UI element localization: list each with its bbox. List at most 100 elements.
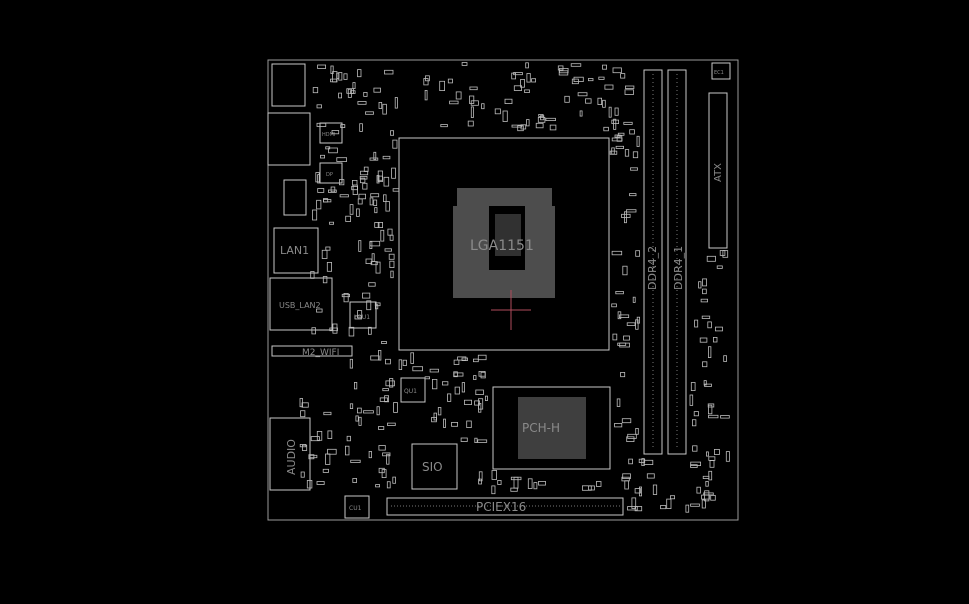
- hdmi-connector[interactable]: [267, 112, 311, 166]
- passive-component: [708, 346, 712, 359]
- passive-component: [378, 426, 385, 430]
- passive-component: [577, 92, 588, 97]
- dimm-slot-b[interactable]: [667, 69, 687, 455]
- pcie-slot[interactable]: [386, 497, 624, 516]
- passive-component: [389, 234, 394, 241]
- lan-connector[interactable]: [273, 227, 319, 274]
- passive-component: [527, 478, 533, 489]
- passive-component: [622, 473, 631, 479]
- dimm-a-label: DDR4_2: [646, 246, 659, 290]
- passive-component: [557, 65, 564, 71]
- passive-component: [585, 98, 592, 104]
- passive-component: [624, 149, 630, 157]
- passive-component: [652, 484, 658, 495]
- dimm-pins: [652, 74, 678, 450]
- passive-component: [317, 188, 325, 193]
- passive-component: [708, 470, 713, 481]
- passive-component: [384, 69, 394, 75]
- wifi-slot[interactable]: [271, 345, 353, 357]
- passive-component: [357, 69, 362, 78]
- passive-component: [537, 117, 546, 123]
- passive-component: [454, 386, 460, 395]
- passive-component: [670, 495, 676, 500]
- passive-component: [690, 382, 696, 392]
- board-outline: [267, 59, 739, 521]
- passive-component: [690, 503, 700, 507]
- passive-component: [701, 315, 711, 319]
- passive-component: [513, 85, 522, 91]
- passive-component: [378, 102, 383, 109]
- passive-component: [369, 197, 374, 206]
- passive-component: [378, 445, 386, 451]
- passive-component: [702, 475, 710, 479]
- passive-component: [369, 240, 381, 247]
- cpu-socket-pin-field: [453, 188, 555, 298]
- passive-component: [703, 492, 714, 496]
- passive-component: [327, 430, 333, 439]
- passive-component: [497, 479, 502, 485]
- passive-component: [377, 221, 384, 228]
- passive-component: [692, 419, 697, 427]
- dp-connector[interactable]: [283, 179, 307, 216]
- passive-component: [423, 78, 429, 86]
- passive-component: [352, 82, 356, 89]
- passive-component: [441, 381, 449, 386]
- passive-component: [623, 335, 630, 341]
- passive-component: [617, 342, 627, 346]
- passive-component: [461, 62, 468, 66]
- passive-component: [461, 382, 466, 393]
- passive-component: [455, 91, 462, 100]
- passive-component: [338, 72, 343, 81]
- usb-lan-connector[interactable]: [269, 277, 333, 331]
- rear-io-top-connector[interactable]: [271, 63, 306, 107]
- passive-component: [615, 145, 624, 149]
- passive-component: [359, 177, 366, 184]
- passive-component: [447, 393, 452, 402]
- audio-connector[interactable]: [269, 417, 311, 491]
- passive-component: [365, 111, 374, 115]
- passive-component: [494, 108, 501, 115]
- passive-component: [570, 63, 582, 67]
- qu1-label: QU1: [404, 388, 417, 395]
- passive-component: [723, 355, 727, 362]
- passive-component: [384, 248, 392, 252]
- cpu-socket-label: LGA1151: [470, 238, 534, 254]
- passive-component: [330, 186, 336, 193]
- passive-component: [517, 125, 524, 132]
- passive-component: [689, 394, 694, 406]
- passive-component: [343, 73, 348, 80]
- passive-component: [646, 473, 655, 479]
- passive-component: [703, 380, 707, 386]
- passive-component: [622, 265, 628, 276]
- passive-component: [626, 322, 636, 326]
- passive-component: [382, 103, 387, 115]
- passive-component: [389, 260, 395, 269]
- super-io-chip: [411, 443, 458, 490]
- passive-component: [375, 484, 381, 488]
- passive-component: [630, 167, 638, 171]
- passive-component: [467, 120, 474, 127]
- passive-component: [300, 410, 306, 418]
- atx-power-connector[interactable]: [708, 92, 728, 249]
- passive-component: [385, 358, 391, 365]
- qu1-chip: [400, 377, 426, 403]
- passive-component: [331, 130, 340, 135]
- cpu-socket-outline[interactable]: [398, 137, 610, 351]
- passive-component: [596, 481, 602, 487]
- ec1-chip: [711, 62, 731, 80]
- passive-component: [722, 250, 729, 258]
- passive-component: [624, 211, 627, 224]
- passive-component: [626, 436, 635, 442]
- dimm-slot-a[interactable]: [643, 69, 663, 455]
- passive-component: [349, 358, 353, 369]
- passive-component: [391, 167, 396, 179]
- passive-component: [325, 246, 331, 251]
- passive-component: [356, 208, 360, 217]
- passive-component: [322, 276, 328, 284]
- passive-component: [377, 175, 383, 181]
- usb-lan-label: USB_LAN2: [279, 301, 321, 310]
- passive-component: [350, 459, 361, 463]
- passive-component: [390, 270, 394, 279]
- passive-component: [437, 407, 442, 416]
